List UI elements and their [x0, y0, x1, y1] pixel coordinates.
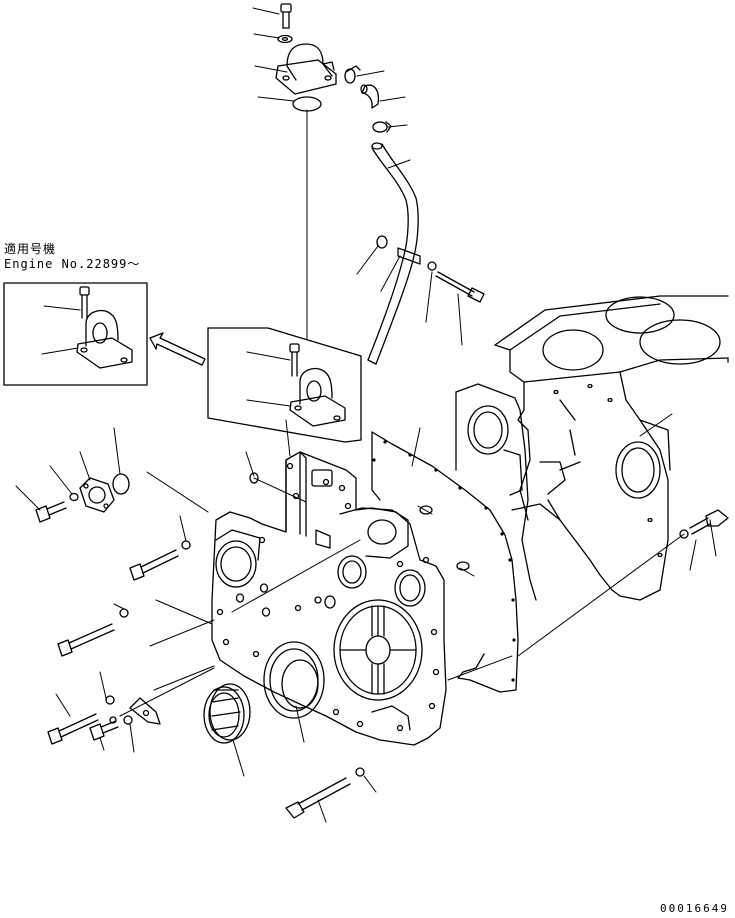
bolt-set-left [47, 540, 191, 745]
hose-clamp-lower [372, 121, 392, 133]
inset-pointer-arrow [149, 332, 206, 366]
case-boltholes [216, 462, 440, 732]
timing-gear-case [211, 451, 447, 746]
front-oil-seal [203, 683, 251, 744]
dowel-pins [249, 472, 470, 571]
thermostat-housing [275, 43, 337, 95]
leader-lines-top [252, 7, 463, 346]
bolt-bottom [285, 767, 365, 819]
applicability-label: 適用号機 [4, 242, 57, 256]
illustration-number: 00016649 [660, 902, 729, 915]
water-pipe [367, 142, 419, 365]
bracket-bolt [435, 271, 485, 303]
cover-plate [79, 477, 115, 513]
cover-plate-gasket [112, 473, 130, 495]
leader-lines-lower [15, 413, 717, 823]
hose-clamp-upper [344, 65, 361, 84]
applicability-note: 適用号機 Engine No.22899～ [4, 242, 140, 272]
cover-plate-bolt [35, 492, 79, 523]
cylinder-block [494, 295, 729, 601]
bolt-right [679, 509, 729, 539]
engine-serial-label: Engine No.22899～ [4, 257, 141, 271]
top-bolt [280, 3, 292, 29]
inset-variant-box [3, 282, 148, 386]
housing-gasket [292, 96, 322, 112]
pipe-bracket [376, 235, 437, 271]
rear-housing-plate [455, 383, 566, 601]
bracket-box [207, 327, 362, 443]
top-washer [277, 34, 293, 44]
hose-elbow [360, 84, 380, 109]
